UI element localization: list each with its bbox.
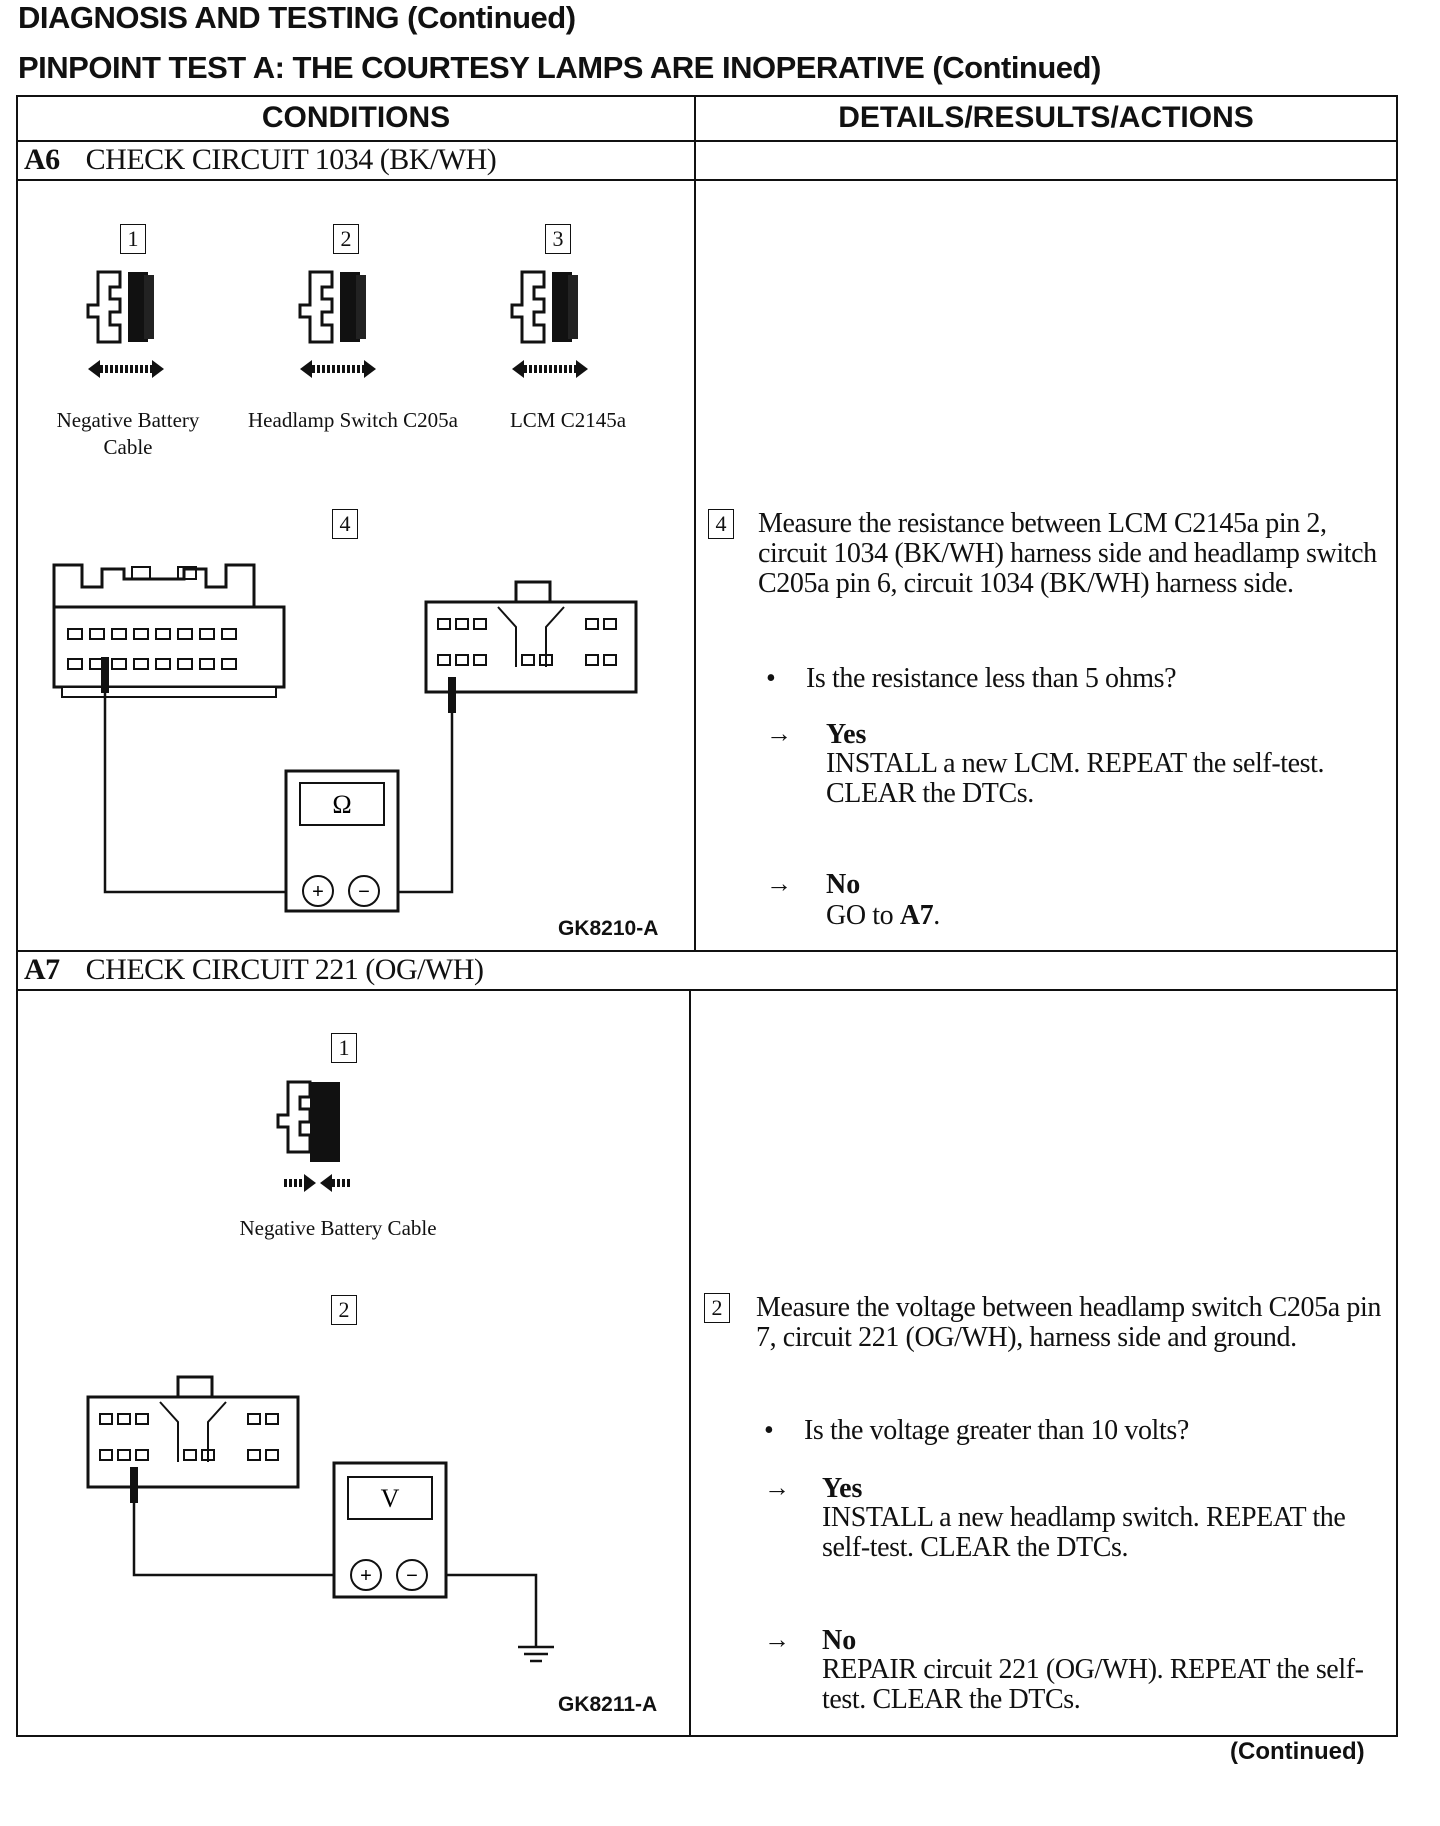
minus-terminal: − (406, 1565, 418, 1587)
step-title: CHECK CIRCUIT 221 (OG/WH) (85, 953, 484, 986)
minus-terminal: − (358, 881, 370, 903)
step-a7-question: Is the voltage greater than 10 volts? (804, 1415, 1189, 1446)
step-id: A6 (24, 143, 60, 176)
arrow-icon: → (766, 869, 792, 898)
test-leads (101, 657, 456, 894)
no-label: No (826, 869, 861, 900)
step-a6-instruction: Measure the resistance between LCM C2145… (758, 508, 1377, 599)
step-number-box: 1 (120, 224, 146, 254)
step-title: CHECK CIRCUIT 1034 (BK/WH) (85, 143, 497, 176)
step-number-box: 2 (704, 1293, 730, 1323)
bullet: • (764, 1415, 774, 1446)
ground-symbol-icon (518, 1645, 554, 1663)
conditions-column-header: CONDITIONS (261, 101, 451, 134)
column-divider (689, 991, 691, 1737)
continued-label: (Continued) (1230, 1738, 1365, 1765)
yes-action: INSTALL a new headlamp switch. REPEAT th… (822, 1502, 1346, 1563)
ohmmeter-test-diagram: Ω + − (52, 563, 638, 913)
step-number-box: 2 (331, 1295, 357, 1325)
no-action-target: A7 (899, 900, 934, 931)
disconnect-label: Headlamp Switch C205a (248, 408, 458, 432)
step-number-box: 1 (331, 1033, 357, 1063)
disconnect-connector-illustration (276, 1080, 352, 1192)
no-action-prefix: GO to (826, 900, 900, 931)
no-action: GO to A7. (826, 901, 940, 931)
meter-symbol: V (381, 1484, 400, 1513)
plus-terminal: + (312, 881, 324, 903)
no-action: REPAIR circuit 221 (OG/WH). REPEAT the s… (822, 1654, 1364, 1715)
step-a6-heading: A6 CHECK CIRCUIT 1034 (BK/WH) (24, 143, 497, 177)
pinpoint-test-title: PINPOINT TEST A: THE COURTESY LAMPS ARE … (18, 50, 1101, 85)
lcm-connector-icon (52, 563, 286, 698)
yes-label: Yes (826, 719, 867, 750)
step-id: A7 (24, 953, 60, 986)
disconnect-label: Negative Battery Cable (56, 408, 200, 459)
arrow-icon: → (764, 1625, 790, 1654)
voltmeter-test-diagram: V + − (86, 1375, 554, 1663)
step-a6-question: Is the resistance less than 5 ohms? (806, 663, 1177, 694)
disconnect-label: Negative Battery Cable (239, 1216, 437, 1240)
details-column-header: DETAILS/RESULTS/ACTIONS (838, 101, 1254, 134)
step-number-box: 2 (333, 224, 359, 254)
step-number-box: 4 (332, 509, 358, 539)
figure-id: GK8210-A (558, 917, 659, 940)
step-a7-instruction: Measure the voltage between headlamp swi… (756, 1292, 1381, 1353)
headlamp-switch-connector-icon (424, 580, 638, 694)
no-action-suffix: . (933, 900, 940, 931)
bullet: • (766, 663, 776, 694)
figure-id: GK8211-A (558, 1693, 658, 1716)
yes-action: INSTALL a new LCM. REPEAT the self-test.… (826, 748, 1325, 809)
disconnect-label: LCM C2145a (509, 408, 627, 432)
ohmmeter-icon: Ω + − (284, 769, 400, 913)
meter-symbol: Ω (332, 790, 351, 819)
headlamp-switch-connector-icon (86, 1375, 300, 1489)
connector-icon (510, 270, 588, 378)
plus-terminal: + (360, 1565, 372, 1587)
header-divider (18, 140, 1396, 142)
column-divider (694, 97, 696, 952)
arrow-icon: → (766, 719, 792, 748)
step-a7-top-divider (18, 950, 1396, 952)
page-title: DIAGNOSIS AND TESTING (Continued) (18, 0, 576, 35)
voltmeter-icon: V + − (332, 1461, 448, 1599)
yes-label: Yes (822, 1473, 863, 1504)
connector-icon (276, 1080, 352, 1192)
test-leads (130, 1467, 538, 1647)
connector-icon (86, 270, 164, 378)
step-a6-divider (18, 179, 1396, 181)
no-label: No (822, 1625, 857, 1656)
step-a7-divider (18, 989, 1396, 991)
step-number-box: 4 (708, 509, 734, 539)
step-number-box: 3 (545, 224, 571, 254)
step-a7-heading: A7 CHECK CIRCUIT 221 (OG/WH) (24, 953, 484, 987)
disconnect-connectors-illustration (86, 270, 588, 378)
connector-icon (298, 270, 376, 378)
arrow-icon: → (764, 1473, 790, 1502)
